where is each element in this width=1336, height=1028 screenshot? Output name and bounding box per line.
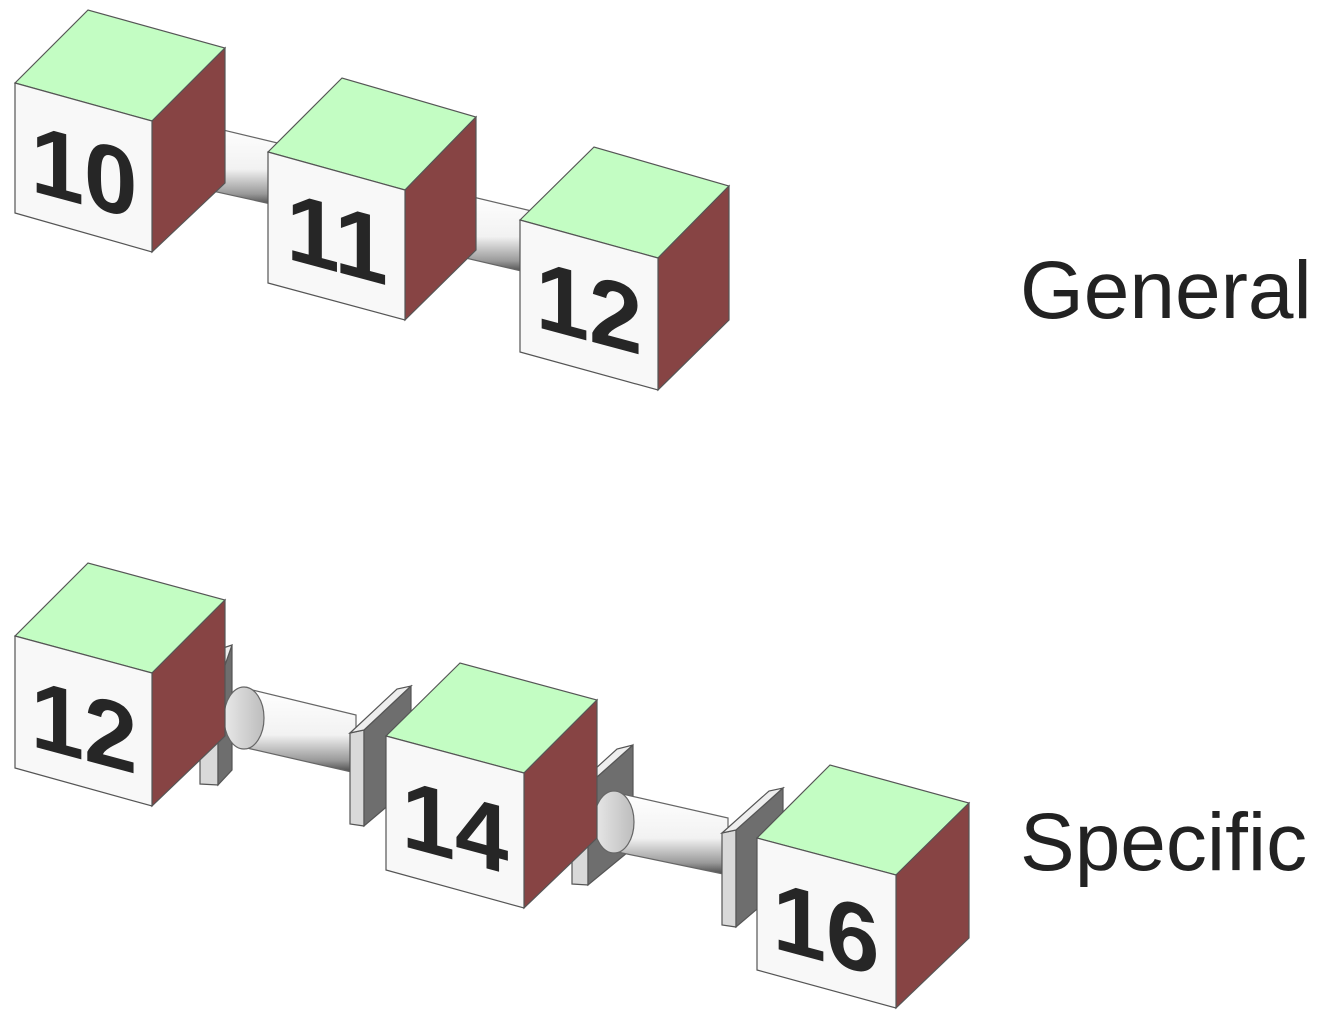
- row-label-general: General: [1020, 245, 1312, 336]
- row-general: 10 11 12 General: [13, 9, 1312, 392]
- cube: 12: [518, 146, 731, 392]
- cube: 10: [13, 9, 227, 254]
- cube: 11: [266, 77, 478, 322]
- rod-connector: [199, 644, 413, 828]
- cube: 12: [13, 562, 227, 808]
- rod-connector: [571, 743, 786, 929]
- cube: 16: [755, 764, 971, 1010]
- cube: 14: [384, 662, 599, 910]
- row-specific: 12 14 16 Specific: [13, 562, 1307, 1010]
- row-label-specific: Specific: [1020, 797, 1307, 888]
